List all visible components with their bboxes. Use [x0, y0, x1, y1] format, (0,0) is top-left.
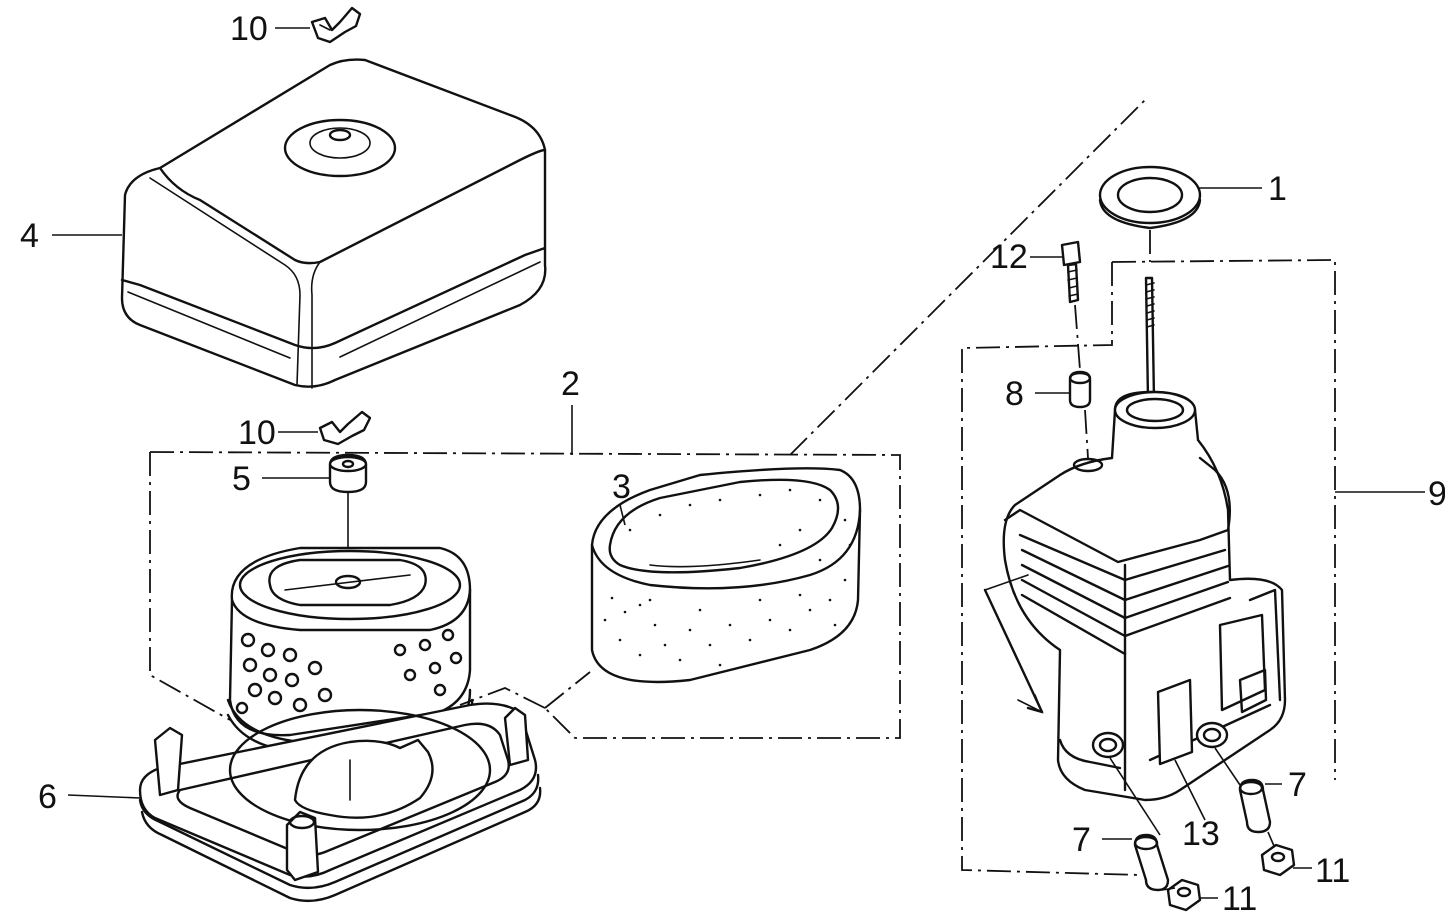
callout-8: 8 — [1005, 375, 1024, 413]
callout-13: 13 — [1182, 815, 1220, 853]
collar-right — [1214, 747, 1272, 834]
filter-element-holes — [235, 628, 463, 715]
callout-5: 5 — [232, 460, 251, 498]
collar-left — [1109, 757, 1170, 892]
callout-4: 4 — [20, 217, 39, 255]
grommet — [328, 453, 368, 575]
air-cleaner-cover — [120, 58, 547, 389]
callout-7-left: 7 — [1072, 821, 1091, 859]
foam-texture — [603, 488, 852, 667]
air-cleaner-base — [138, 702, 542, 903]
callout-12: 12 — [990, 238, 1028, 276]
callout-9: 9 — [1428, 475, 1445, 513]
callout-10-top: 10 — [230, 10, 268, 48]
callout-2: 2 — [561, 365, 580, 403]
seal-ring — [1098, 165, 1202, 262]
collar — [1068, 370, 1092, 459]
bolt — [1060, 240, 1082, 371]
callout-6: 6 — [38, 778, 57, 816]
nut-left — [1161, 878, 1202, 912]
assembly-bracket-2 — [149, 99, 1146, 739]
foam-element — [590, 467, 862, 684]
callout-1: 1 — [1268, 170, 1287, 208]
callout-11-right: 11 — [1315, 852, 1350, 890]
clip-lower — [318, 410, 372, 446]
callout-11-left: 11 — [1222, 880, 1257, 917]
nut-right — [1260, 831, 1296, 877]
callout-7-right: 7 — [1288, 766, 1307, 804]
assembly-bracket-9 — [961, 259, 1425, 876]
clip-top — [310, 6, 362, 44]
callout-10-lower: 10 — [238, 414, 276, 452]
callout-labels: 1 2 3 4 5 6 7 7 8 9 10 10 11 11 12 13 — [20, 10, 1445, 917]
leader-lines — [52, 27, 1312, 899]
air-cleaner-elbow — [983, 276, 1287, 802]
callout-3: 3 — [612, 468, 631, 506]
